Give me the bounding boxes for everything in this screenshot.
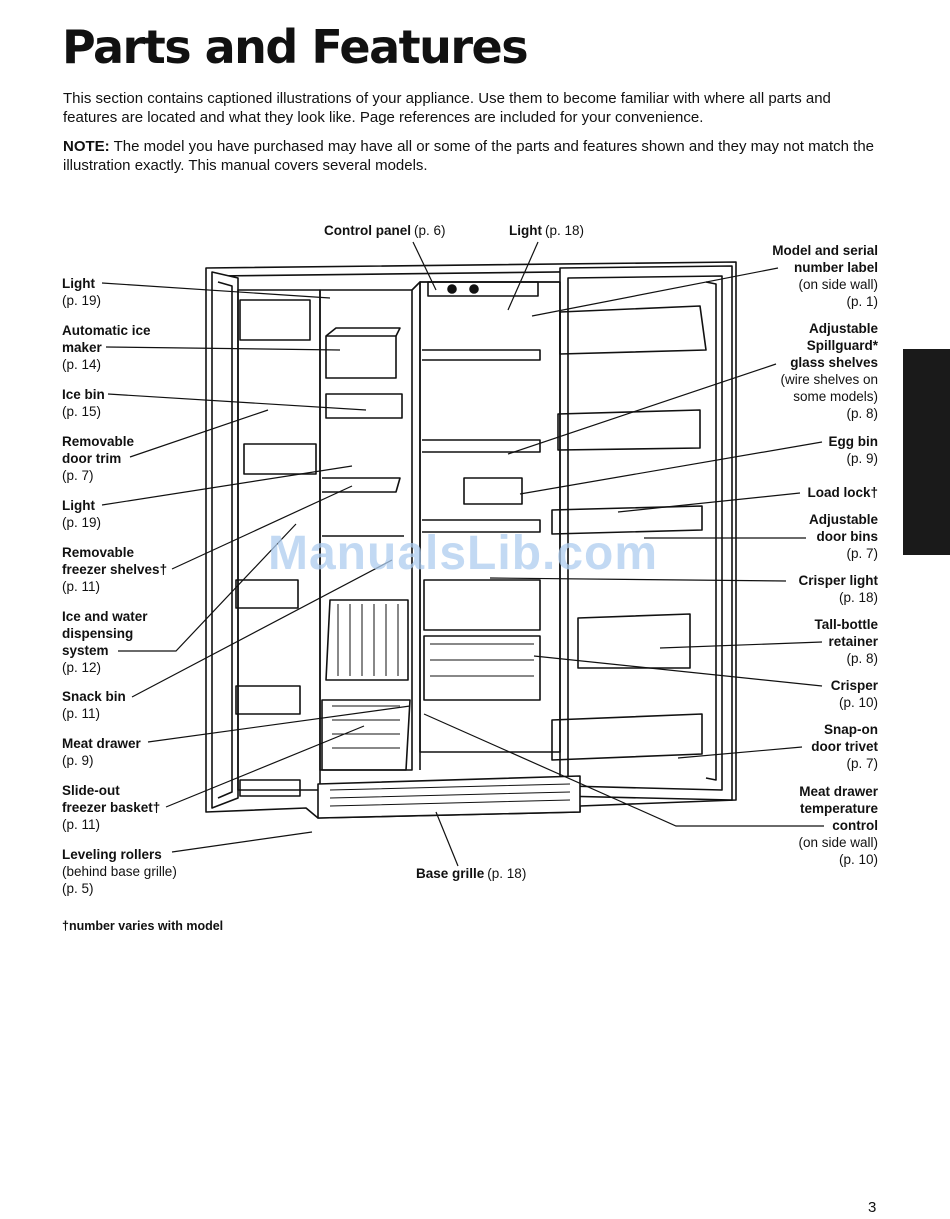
callout-spillguard-shelves: Adjustable Spillguard* glass shelves (wi… [780,321,878,421]
callout-light-left-1: Light (p. 19) [62,276,102,308]
callout-control-panel: Control panel(p. 6) [324,223,446,238]
callout-leveling-rollers: Leveling rollers (behind base grille) (p… [62,847,177,896]
callout-tall-bottle-retainer: Tall-bottle retainer (p. 8) [814,617,879,666]
callout-egg-bin: Egg bin (p. 9) [828,434,879,466]
callout-crisper: Crisper (p. 10) [830,678,878,710]
callout-door-bins: Adjustable door bins (p. 7) [808,512,878,561]
callout-load-lock: Load lock† [807,485,878,500]
callout-freezer-basket: Slide-out freezer basket† (p. 11) [62,783,161,832]
page-title: Parts and Features [62,20,529,74]
callout-base-grille: Base grille(p. 18) [416,866,527,881]
callout-crisper-light: Crisper light (p. 18) [798,573,878,605]
callout-light-left-2: Light (p. 19) [62,498,102,530]
callout-snack-bin: Snack bin (p. 11) [62,689,126,721]
callout-door-trim: Removable door trim (p. 7) [62,434,135,483]
callout-light-top: Light(p. 18) [509,223,585,238]
callout-model-serial-label: Model and serial number label (on side w… [772,243,878,309]
callout-dispensing-system: Ice and water dispensing system (p. 12) [62,609,148,675]
note-label: NOTE: [63,138,110,155]
page-number: 3 [868,1199,877,1216]
callout-meat-drawer: Meat drawer (p. 9) [62,736,141,768]
callout-ice-bin: Ice bin (p. 15) [62,387,105,419]
callout-door-trivet: Snap-on door trivet (p. 7) [811,722,878,771]
callout-freezer-shelves: Removable freezer shelves† (p. 11) [62,545,168,594]
callout-ice-maker: Automatic ice maker (p. 14) [62,323,151,372]
footnote: †number varies with model [62,919,224,933]
callout-meat-drawer-temp-control: Meat drawer temperature control (on side… [798,784,878,867]
section-tab [903,349,950,555]
note-paragraph: NOTE: The model you have purchased may h… [63,137,883,175]
note-text: The model you have purchased may have al… [63,138,874,174]
watermark: ManualsLib.com [268,527,659,580]
intro-paragraph: This section contains captioned illustra… [63,90,831,126]
